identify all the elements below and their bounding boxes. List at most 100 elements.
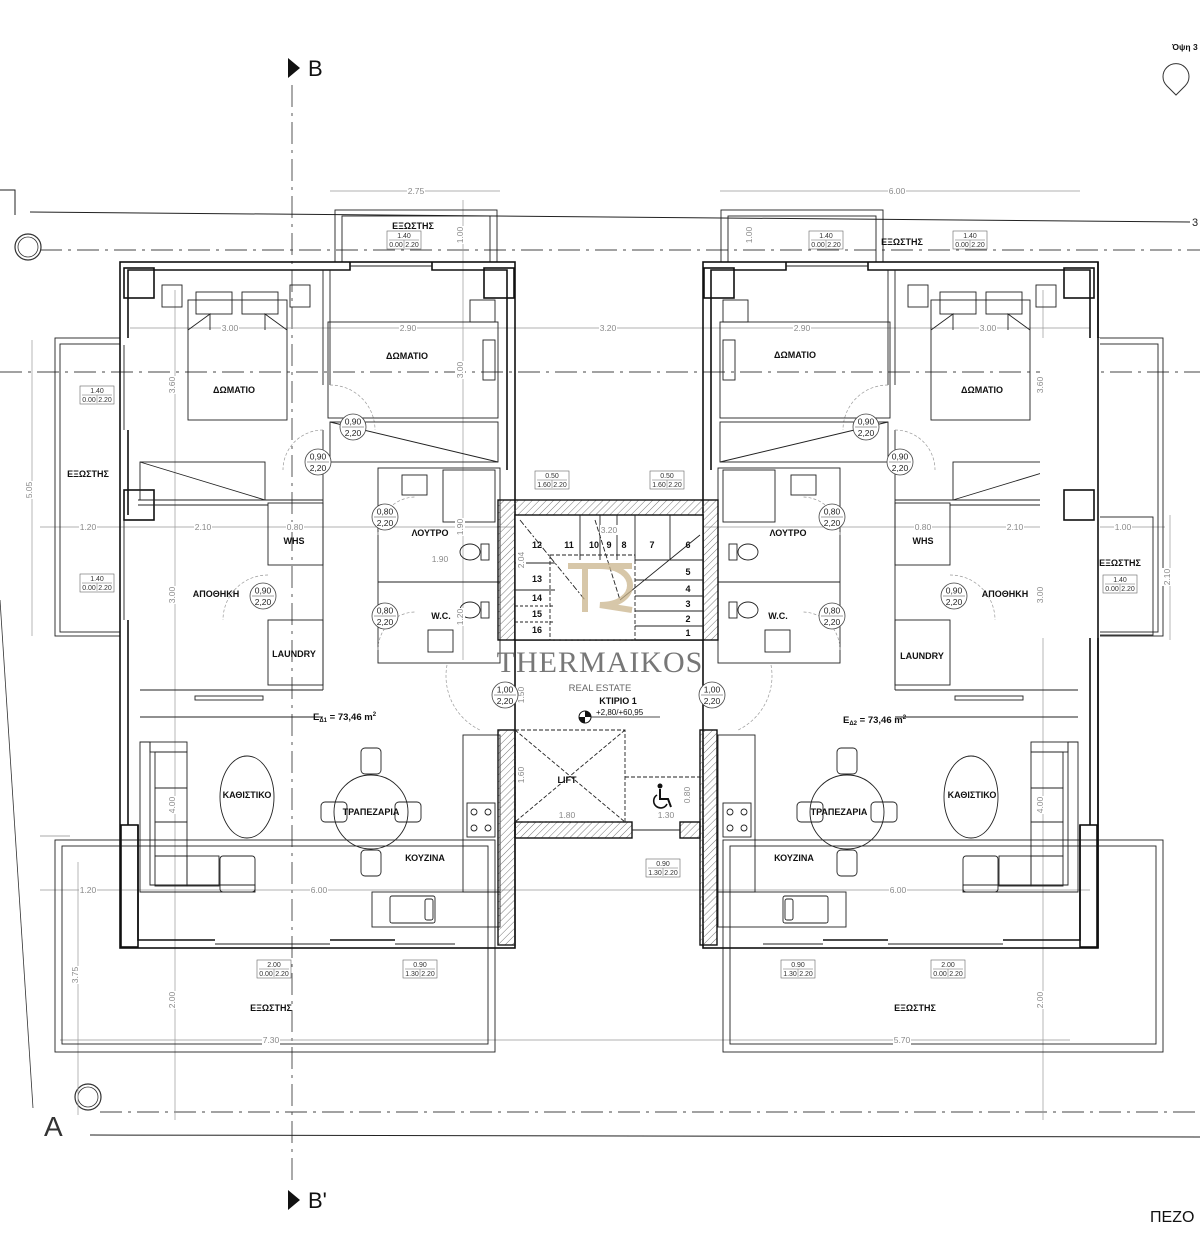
door-width: 0,80 (824, 606, 841, 616)
room-label: ΔΩΜΑΤΙΟ (386, 351, 428, 361)
apartment-left (54, 209, 516, 1053)
door-tag: 0,902,20 (940, 582, 968, 610)
room-label: ΕΞΩΣΤΗΣ (894, 1003, 936, 1013)
dimension-label: 6.00 (889, 186, 906, 196)
room-label: ΤΡΑΠΕΖΑΡΙΑ (811, 807, 868, 817)
room-label: ΕΞΩΣΤΗΣ (250, 1003, 292, 1013)
door-height: 2,20 (824, 518, 841, 528)
window-width: 0.90 (413, 962, 427, 969)
dimension-label: 0.80 (915, 522, 932, 532)
window-width: 2.00 (941, 962, 955, 969)
door-tag: 0,802,20 (371, 602, 399, 630)
window-sill: 0.00 (933, 971, 947, 978)
window-sill: 1.60 (537, 482, 551, 489)
section-arrow-icon (288, 1190, 300, 1210)
dimension-label: 0.80 (287, 522, 304, 532)
door-tag: 0,902,20 (886, 448, 914, 476)
room-label: ΔΩΜΑΤΙΟ (774, 350, 816, 360)
dimension-label: 5.70 (894, 1035, 911, 1045)
axis-3-label: 3 (1192, 217, 1198, 229)
room-label: ΑΠΟΘΗΚΗ (193, 589, 240, 599)
window-height: 2.20 (949, 971, 963, 978)
door-tag: 0,902,20 (852, 413, 880, 441)
window-sill: 0.00 (259, 971, 273, 978)
door-tag: 0,802,20 (371, 503, 399, 531)
stair-step-number: 14 (532, 593, 542, 603)
dimension-label: 2.90 (400, 323, 417, 333)
door-height: 2,20 (345, 428, 362, 438)
door-tag: 1,002,20 (491, 681, 519, 709)
window-width: 1.40 (819, 233, 833, 240)
window-height: 2.20 (827, 242, 841, 249)
door-width: 0,90 (892, 452, 909, 462)
room-label: ΚΑΘΙΣΤΙΚΟ (948, 790, 997, 800)
window-width: 1.40 (963, 233, 977, 240)
window-width: 0.50 (545, 473, 559, 480)
dimension-label: 3.00 (1035, 586, 1045, 603)
room-label: LIFT (558, 775, 577, 785)
dimension-label: 2.10 (1007, 522, 1024, 532)
stair-step-number: 2 (685, 614, 690, 624)
room-label: W.C. (768, 611, 788, 621)
door-height: 2,20 (377, 518, 394, 528)
stair-step-number: 9 (606, 540, 611, 550)
dimension-label: 3.20 (600, 323, 617, 333)
room-label: ΔΩΜΑΤΙΟ (213, 385, 255, 395)
dimension-label: 1.20 (80, 522, 97, 532)
stair-step-number: 12 (532, 540, 542, 550)
window-sill: 0.00 (1105, 586, 1119, 593)
dimension-label: 3.00 (980, 323, 997, 333)
dimension-label: 1.30 (658, 810, 675, 820)
dimension-label: 3.75 (70, 966, 80, 983)
door-height: 2,20 (255, 597, 272, 607)
window-width: 1.40 (90, 388, 104, 395)
window-sill: 1.60 (652, 482, 666, 489)
door-width: 0,90 (255, 586, 272, 596)
window-width: 1.40 (90, 576, 104, 583)
dimension-label: 1.60 (516, 766, 526, 783)
window-width: 0.90 (656, 861, 670, 868)
dimension-label: 3.00 (167, 586, 177, 603)
elevation-marker-icon (1162, 63, 1190, 96)
area-label-unit-1: EΔ1 = 73,46 m2 (313, 712, 377, 724)
dimension-label: 3.20 (601, 525, 618, 535)
door-height: 2,20 (377, 617, 394, 627)
room-label: ΕΞΩΣΤΗΣ (881, 237, 923, 247)
dimension-label: 2.90 (794, 323, 811, 333)
window-sill: 0.00 (955, 242, 969, 249)
dimension-label: 1.80 (559, 810, 576, 820)
dimension-label: 3.00 (455, 361, 465, 378)
door-width: 0,80 (377, 606, 394, 616)
window-height: 2.20 (98, 585, 112, 592)
dimension-label: 2.10 (1162, 568, 1172, 585)
door-height: 2,20 (310, 463, 327, 473)
door-width: 0,90 (946, 586, 963, 596)
door-width: 1,00 (497, 685, 514, 695)
door-tag: 0,902,20 (249, 582, 277, 610)
room-label: ΕΞΩΣΤΗΣ (392, 221, 434, 231)
dimension-label: 4.00 (1035, 796, 1045, 813)
window-sill: 1.30 (648, 870, 662, 877)
window-width: 0.50 (660, 473, 674, 480)
section-b-prime-label: B' (308, 1188, 327, 1213)
window-height: 2.20 (98, 397, 112, 404)
stair-step-number: 1 (685, 628, 690, 638)
stair-core (497, 499, 719, 946)
window-height: 2.20 (971, 242, 985, 249)
room-label: LAUNDRY (272, 649, 316, 659)
door-height: 2,20 (892, 463, 909, 473)
dimension-label: 3.00 (222, 323, 239, 333)
dimension-label: 1.20 (80, 885, 97, 895)
section-a-label: A (44, 1111, 63, 1142)
door-tag: 1,002,20 (698, 681, 726, 709)
axis-marker-icon (14, 233, 42, 261)
room-label: WHS (284, 536, 305, 546)
window-height: 2.20 (405, 242, 419, 249)
